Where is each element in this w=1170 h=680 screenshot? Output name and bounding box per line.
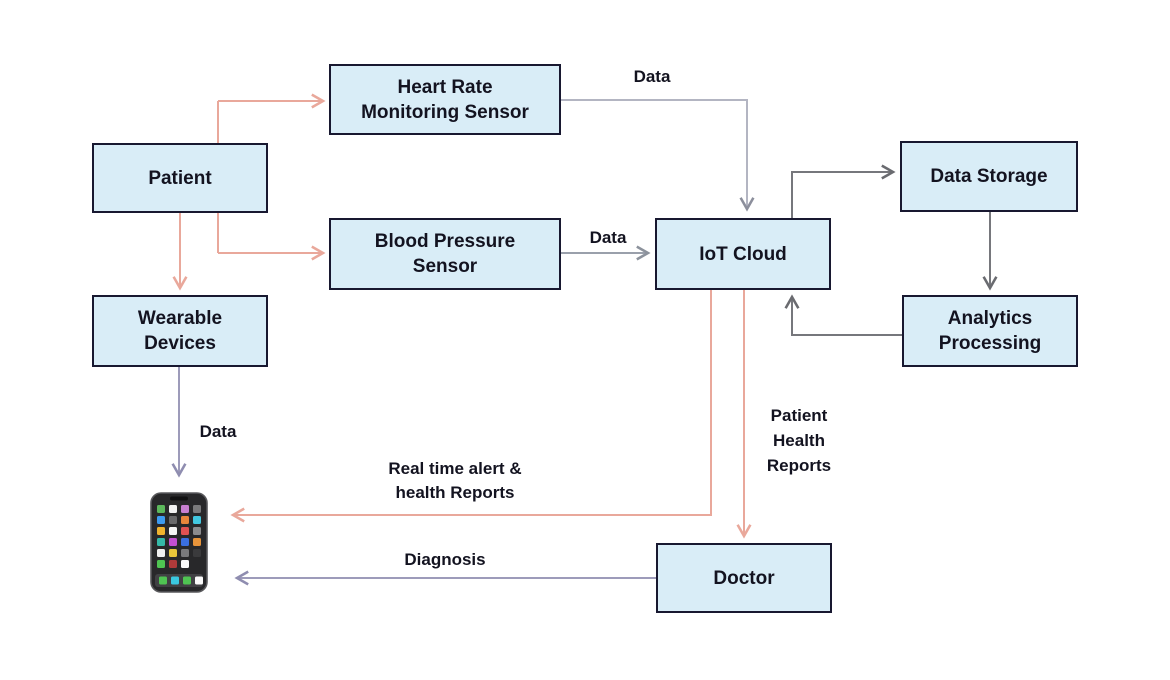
edge-heart-rate-to-iot-cloud: [561, 99, 755, 212]
node-blood-pressure-sensor: Blood Pressure Sensor: [329, 218, 561, 290]
edge-analytics-to-iot-cloud: [784, 294, 902, 336]
edge-label-diagnosis: Diagnosis: [404, 550, 486, 569]
smartphone-icon: [150, 492, 208, 593]
node-wearable-devices: Wearable Devices: [92, 295, 268, 367]
edge-label-data-wearable: Data: [199, 422, 237, 441]
edge-label-data-blood-pressure: Data: [589, 228, 627, 247]
node-data-storage: Data Storage: [900, 141, 1078, 212]
node-iot-cloud: IoT Cloud: [655, 218, 831, 290]
node-heart-rate-sensor: Heart Rate Monitoring Sensor: [329, 64, 561, 135]
edge-label-data-heart-rate: Data: [633, 67, 671, 86]
node-patient: Patient: [92, 143, 268, 213]
edge-iot-cloud-to-data-storage: [791, 164, 896, 218]
edge-iot-cloud-to-smartphone: [230, 290, 712, 523]
edge-label-patient-health-reports: Patient Health Reports: [766, 406, 832, 475]
edge-label-realtime-alert: Real time alert & health Reports: [388, 459, 522, 502]
node-analytics-processing: Analytics Processing: [902, 295, 1078, 367]
node-doctor: Doctor: [656, 543, 832, 613]
